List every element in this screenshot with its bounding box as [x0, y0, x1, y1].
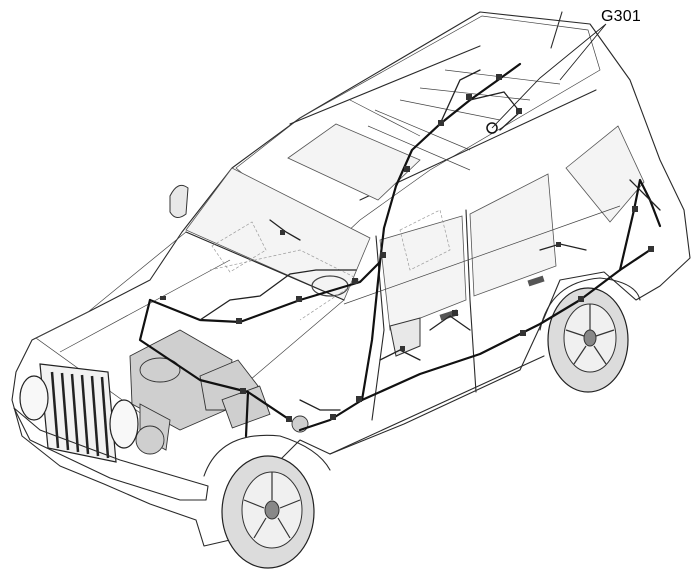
sunroof — [287, 123, 421, 201]
rear-quarter-window — [565, 125, 645, 223]
beltline — [343, 205, 621, 305]
front-wheel — [221, 455, 315, 569]
dash-outline — [209, 249, 361, 321]
front-bumper — [13, 407, 209, 501]
left-mirror — [169, 184, 189, 218]
front-door-window — [379, 215, 467, 331]
hood-crease — [59, 259, 231, 353]
roof-ribs — [349, 69, 561, 171]
seat-outline — [211, 221, 267, 273]
rear-fender — [539, 277, 641, 331]
harness-connectors — [160, 74, 654, 422]
front-grille — [19, 363, 139, 463]
callout-leader — [491, 23, 607, 129]
right-mirror — [389, 317, 421, 357]
roof-rail-front — [289, 45, 481, 125]
cowl — [185, 231, 345, 301]
rear-door-line — [465, 209, 477, 393]
roof-rail-rear — [359, 89, 597, 201]
front-fender — [203, 434, 331, 477]
windshield — [185, 167, 371, 301]
rear-door-window — [469, 173, 557, 297]
rear-wheel — [547, 287, 629, 393]
antenna — [550, 11, 563, 49]
callout-label-g301: G301 — [601, 8, 641, 25]
rear-door-handle — [527, 275, 545, 287]
rocker-panel — [329, 355, 545, 455]
seat-outline-rear — [399, 209, 451, 271]
engine-assembly — [129, 329, 309, 455]
vehicle-body-outline — [11, 11, 691, 547]
